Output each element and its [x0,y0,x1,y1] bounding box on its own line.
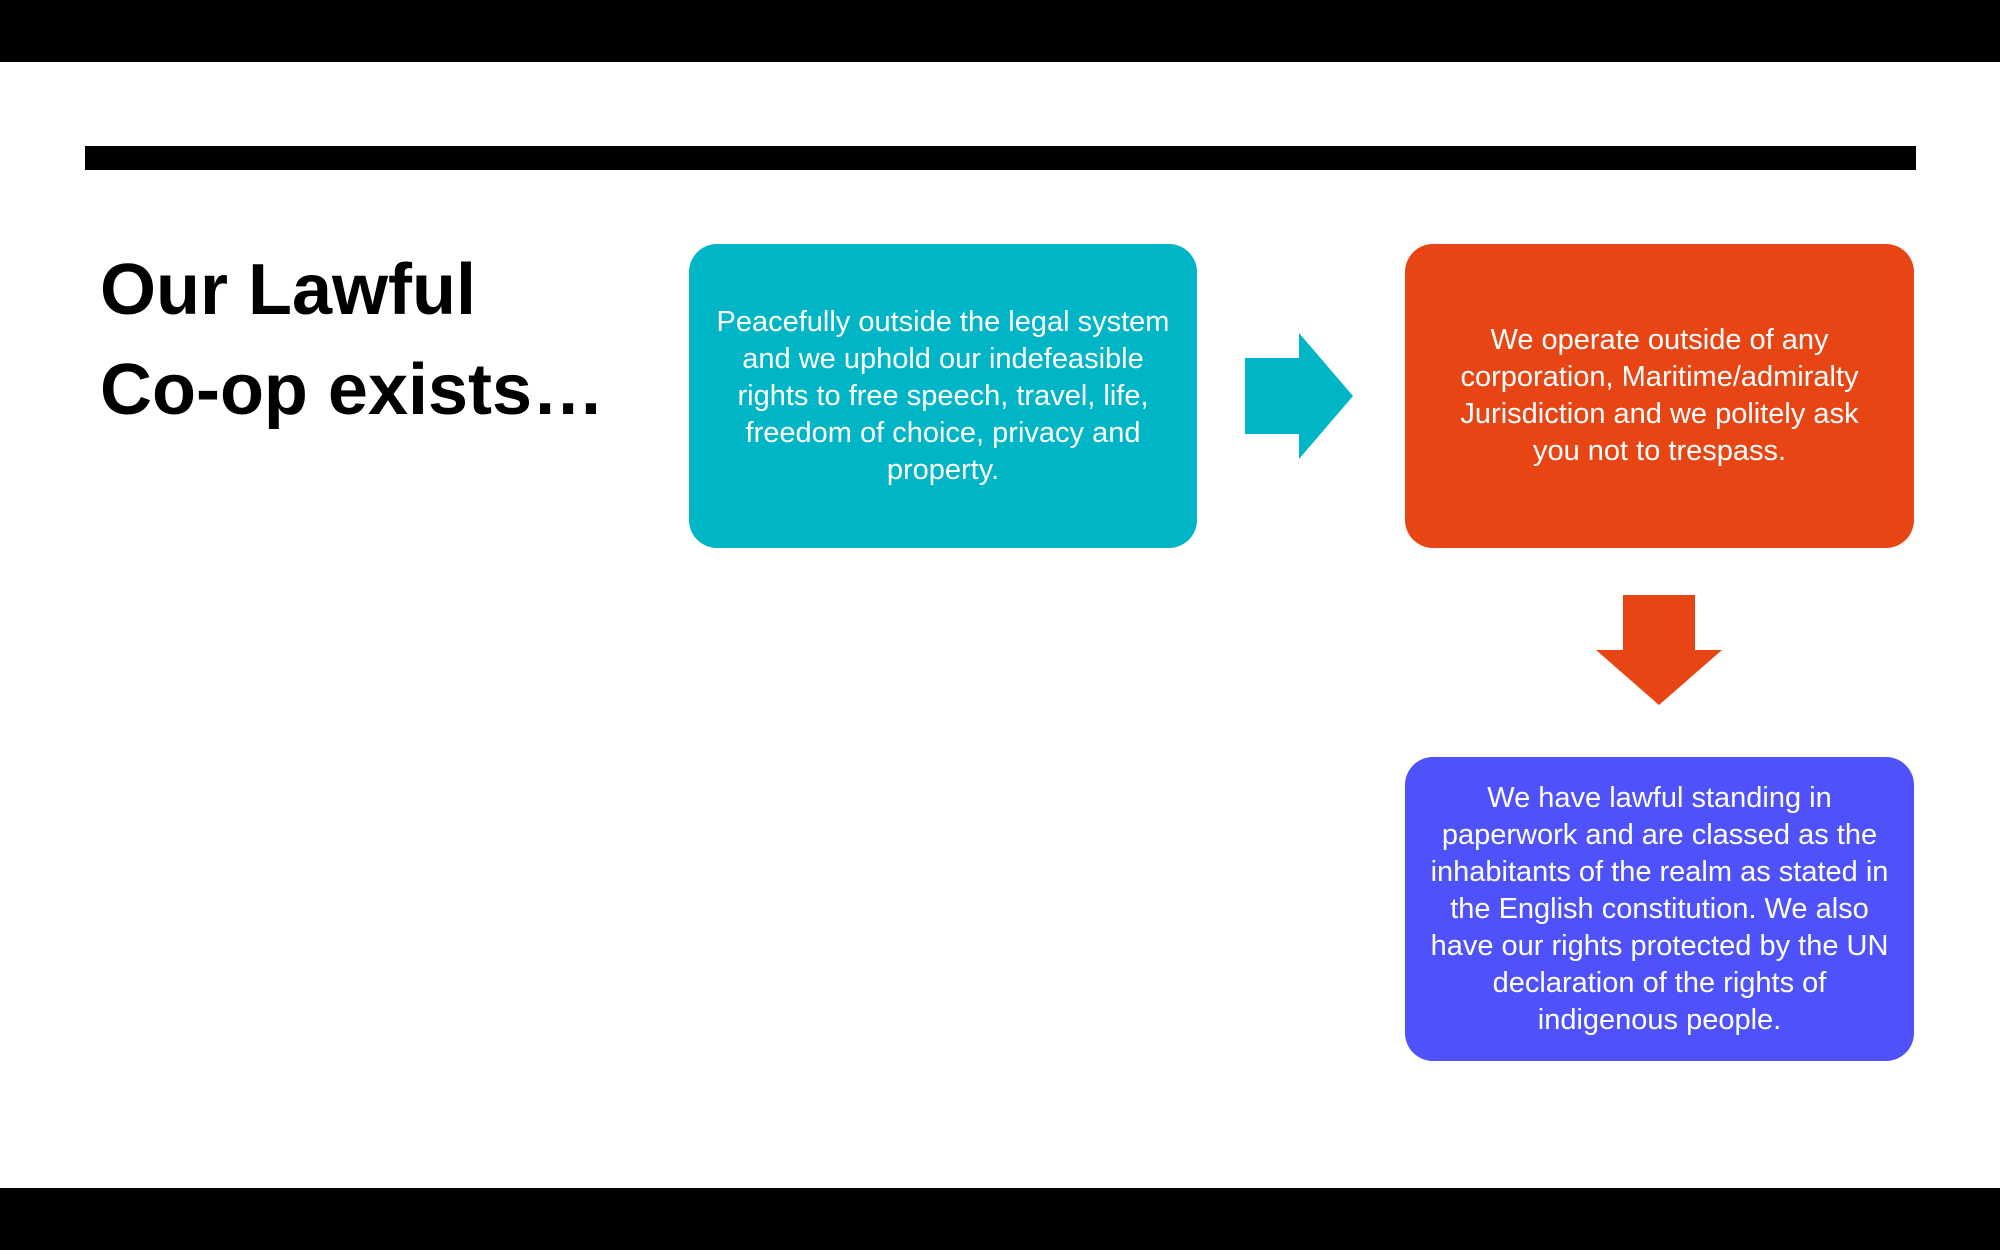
arrow-right-icon [1245,333,1353,459]
process-box-text: Peacefully outside the legal system and … [716,305,1170,486]
slide-title-line-2: Co-op exists… [100,350,605,430]
title-rule [85,146,1916,170]
process-box-operate-outside: We operate outside of any corporation, M… [1405,244,1914,548]
process-box-text: We operate outside of any corporation, M… [1460,324,1859,467]
process-box-text: We have lawful standing in paperwork and… [1430,781,1889,1036]
letterbox-bottom [0,1188,2000,1250]
slide-title: Our Lawful Co-op exists… [100,240,660,440]
slide-title-line-1: Our Lawful [100,250,476,330]
arrow-down-icon [1596,595,1722,705]
process-box-lawful-standing: We have lawful standing in paperwork and… [1405,757,1914,1061]
process-box-peacefully-outside: Peacefully outside the legal system and … [689,244,1197,548]
letterbox-top [0,0,2000,62]
